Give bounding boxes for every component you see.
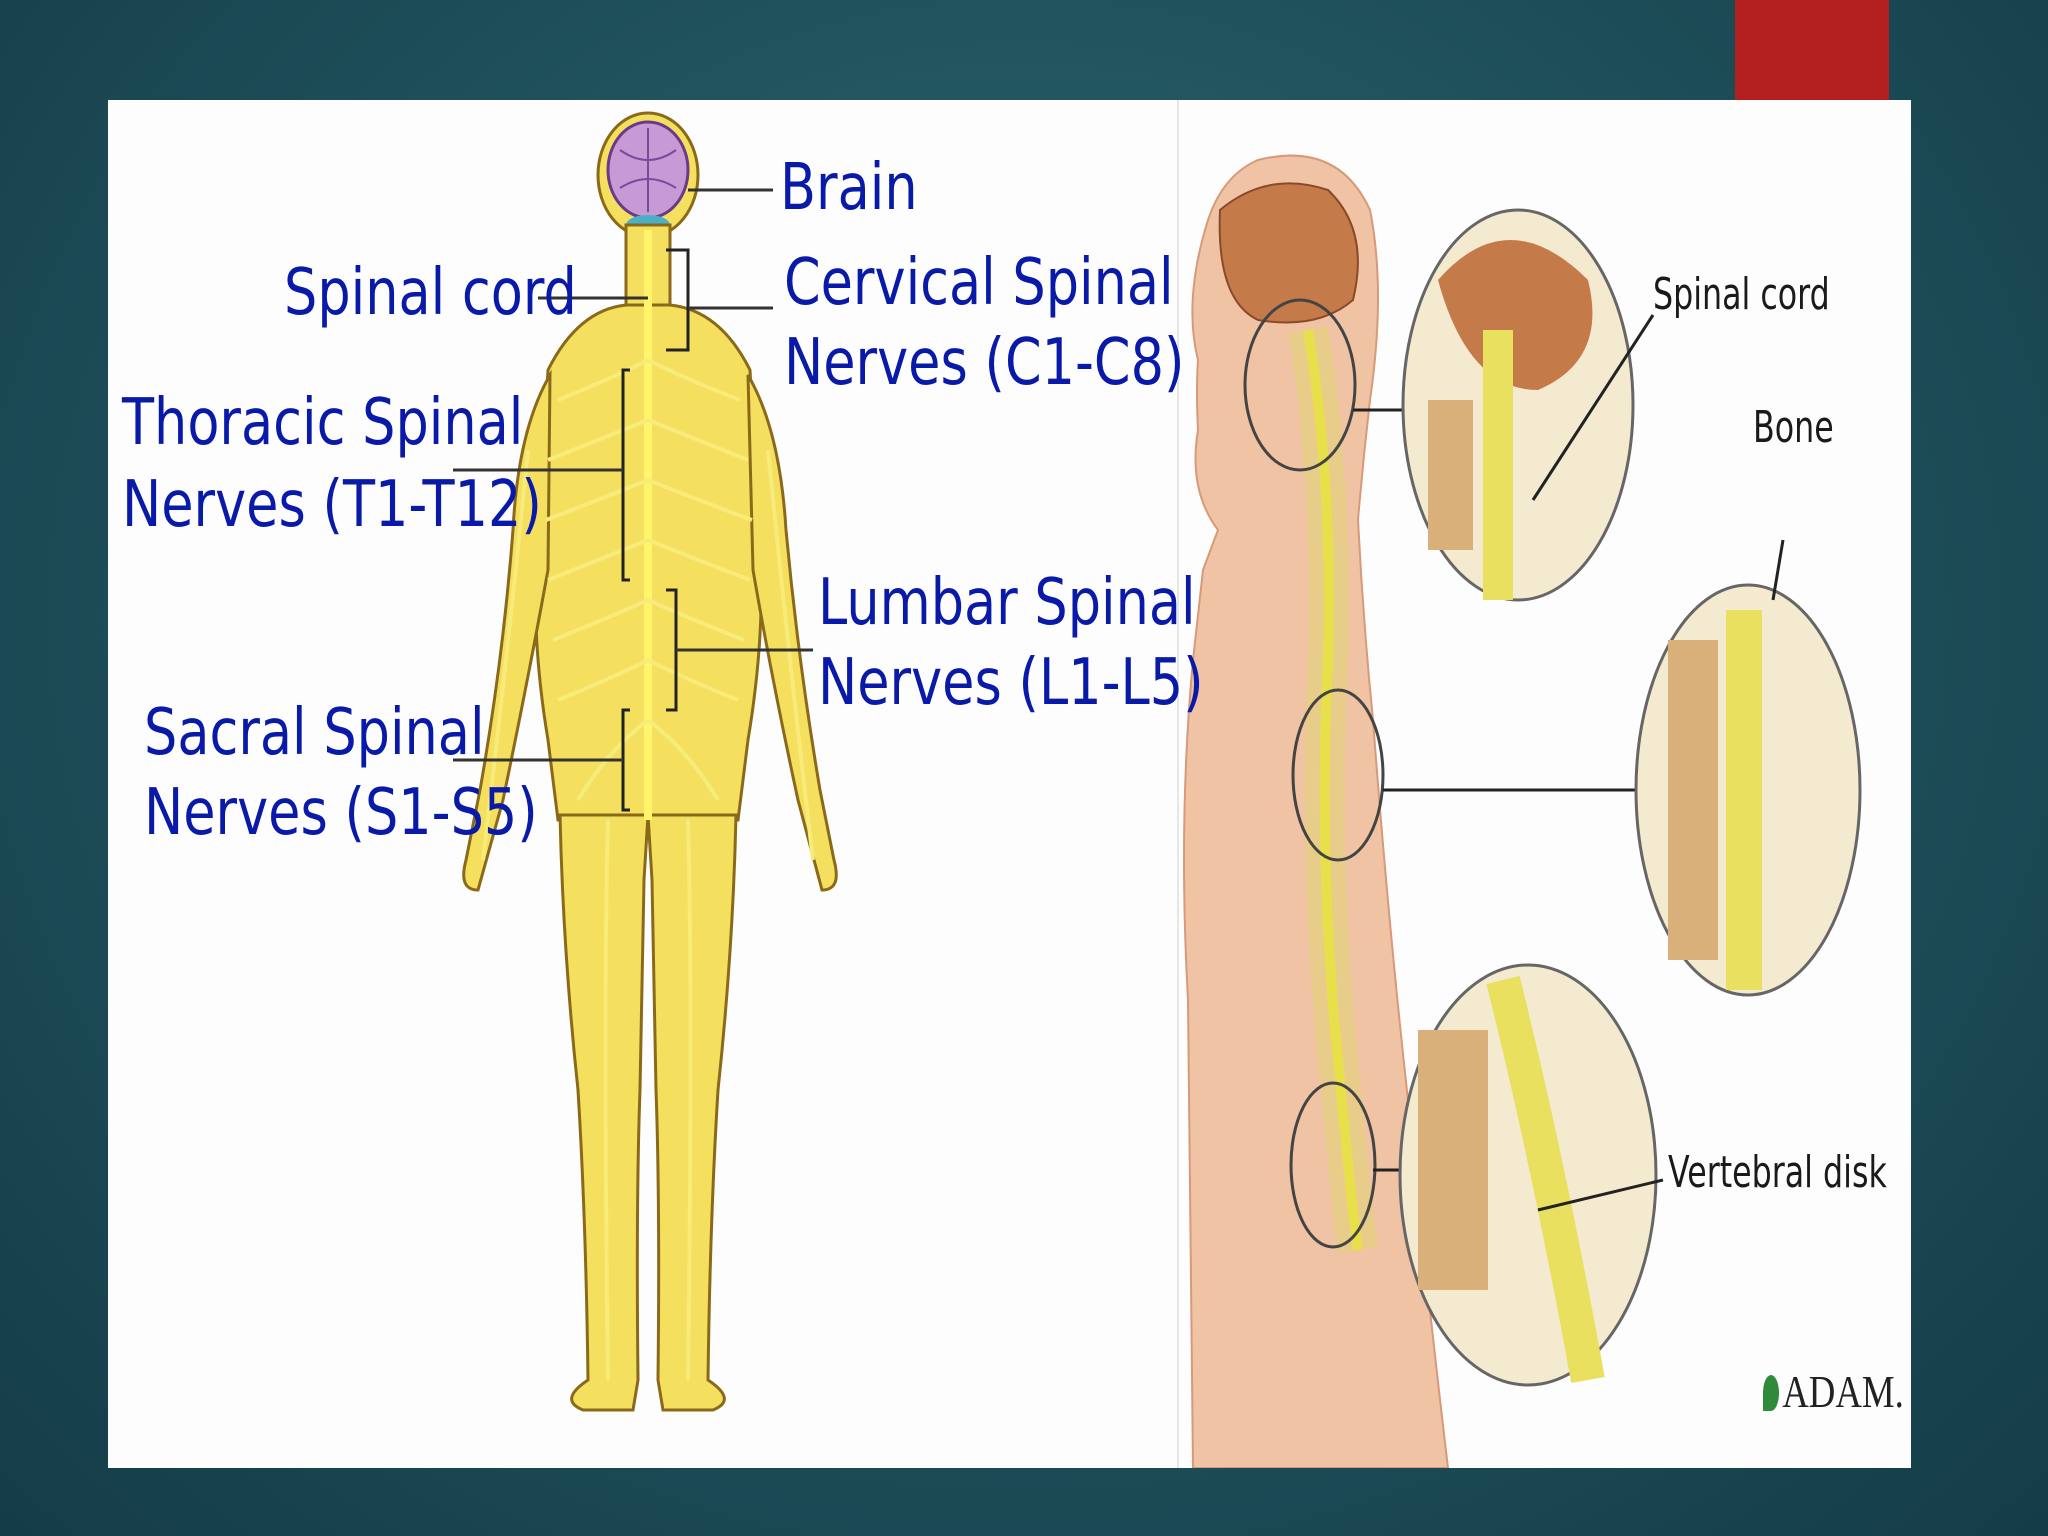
adam-logo: ADAM. (1763, 1365, 1904, 1418)
label-thoracic-line2: Nerves (T1-T12) (122, 468, 542, 542)
label-spinal-cord-left: Spinal cord (284, 256, 577, 330)
label-cervical-line1: Cervical Spinal (784, 246, 1174, 320)
right-arm (746, 374, 838, 892)
profile-brain (1218, 182, 1359, 324)
leader-lines (453, 188, 813, 762)
label-sacral-line1: Sacral Spinal (144, 696, 485, 770)
label-lumbar-line2: Nerves (L1-L5) (818, 646, 1204, 720)
right-leader-lines (1531, 314, 1785, 1212)
nerve-branches (481, 358, 815, 1381)
spine-cord (1303, 329, 1363, 1251)
leaf-icon (1763, 1375, 1779, 1411)
diagram-panel: Brain Spinal cord Cervical Spinal Nerves… (108, 100, 1911, 1468)
label-brain: Brain (780, 151, 918, 225)
label-lumbar-line1: Lumbar Spinal (818, 566, 1196, 640)
label-vertebral-disk: Vertebral disk (1668, 1147, 1887, 1198)
magnified-lumbar (1398, 963, 1658, 1387)
diagram-artwork (453, 100, 1862, 1468)
label-sacral-line2: Nerves (S1-S5) (144, 776, 538, 850)
magnified-thoracic (1634, 583, 1862, 997)
label-cervical-line2: Nerves (C1-C8) (784, 326, 1185, 400)
label-spinal-cord-right: Spinal cord (1653, 269, 1830, 320)
body-figure (453, 111, 838, 1412)
accent-block (1735, 0, 1889, 100)
adam-logo-text: ADAM. (1782, 1366, 1904, 1417)
magnified-cervical (1401, 208, 1635, 602)
label-bone: Bone (1753, 402, 1834, 453)
profile-figure (1183, 154, 1862, 1468)
label-thoracic-line1: Thoracic Spinal (122, 386, 524, 460)
